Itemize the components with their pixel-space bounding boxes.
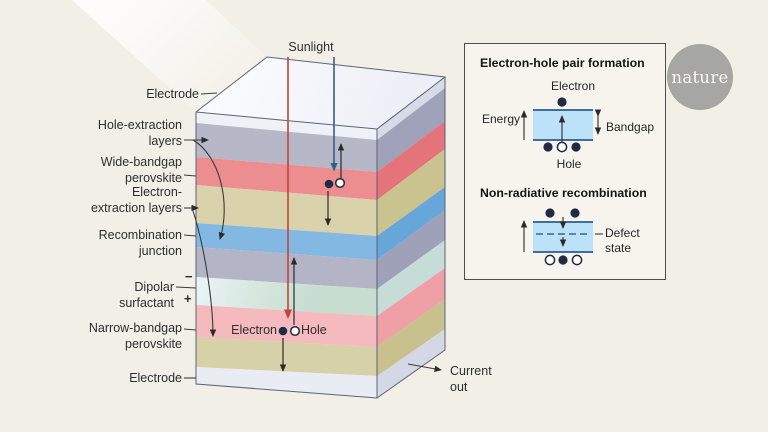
connector-hole-extraction-curve — [192, 139, 225, 240]
sunlight-beam — [72, 0, 267, 112]
layer-band-side — [377, 240, 445, 316]
layer-hole-extraction-1 — [196, 123, 377, 172]
current-out-arrow — [407, 363, 442, 372]
layer-label-narrow-bandgap: Narrow-bandgap perovskite — [88, 321, 182, 351]
nature-logo-text: nature — [671, 67, 729, 87]
layer-hole-extraction-2 — [196, 247, 377, 289]
current-out-label: Current out — [450, 364, 492, 394]
layer-dipolar-surfactant — [196, 277, 377, 316]
inset-title-nonradiative: Non-radiative recombination — [480, 186, 647, 200]
top-cell-electron-dot — [324, 179, 334, 189]
inset-bandgap-label: Bandgap — [606, 120, 655, 134]
inset2-hole-dot — [571, 254, 583, 266]
connector-electron-extraction-curve — [191, 207, 217, 337]
layer-band-side — [377, 121, 445, 200]
inset-title-pair-formation: Electron-hole pair formation — [480, 56, 645, 70]
layer-electrode-top — [196, 112, 377, 140]
bottom-cell-hole-dot — [289, 325, 301, 337]
connector-narrow-bandgap — [183, 328, 197, 331]
electron-label-box: Electron — [231, 323, 277, 337]
inset-electron-label: Electron — [550, 79, 596, 93]
inset-electron-dot — [557, 97, 567, 107]
inset2-electron-dot — [545, 208, 555, 218]
inset-hole-dot — [556, 141, 568, 153]
inset2-electron-dot — [570, 208, 580, 218]
layer-label-electrode-top: Electrode — [146, 87, 199, 101]
layer-narrow-bandgap-perovskite — [196, 305, 377, 347]
stack-top-face — [196, 57, 445, 129]
layer-label-hole-extraction: Hole-extraction layers — [97, 118, 182, 148]
inset-vb-electron-dot — [571, 142, 581, 152]
layer-band-side — [377, 268, 445, 347]
inset-pair-formation — [520, 97, 602, 153]
layer-band-side — [377, 88, 445, 172]
layer-label-recombination: Recombination junction — [98, 228, 182, 258]
inset-defect-state-label: Defect state — [605, 226, 640, 255]
stack-inner-edges — [195, 76, 446, 398]
inset-vb-electron-dot — [543, 142, 553, 152]
connector-recombination — [183, 234, 197, 237]
connector-wide-bandgap — [183, 174, 197, 177]
stack-front-face — [196, 112, 377, 398]
stack-side-face — [377, 77, 445, 398]
layer-label-electrode-bottom: Electrode — [129, 371, 182, 385]
layer-band-side — [377, 299, 445, 376]
dipole-plus-sign: + — [184, 291, 192, 306]
layer-band-side — [377, 187, 445, 260]
inset2-electron-dot — [558, 255, 568, 265]
inset2-hole-dot — [544, 254, 556, 266]
inset-nonradiative — [520, 208, 603, 266]
connector-dipolar — [175, 286, 197, 289]
layer-electron-extraction-2 — [196, 337, 377, 376]
layer-label-electron-extraction: Electron- extraction layers — [90, 185, 182, 215]
inset-hole-label: Hole — [556, 157, 582, 171]
connector-electrode-top — [200, 92, 218, 95]
layer-recombination-junction — [196, 223, 377, 260]
inset-energy-label: Energy — [481, 112, 520, 126]
hole-label-box: Hole — [301, 323, 327, 337]
layer-wide-bandgap-perovskite — [196, 157, 377, 200]
layer-label-wide-bandgap: Wide-bandgap perovskite — [100, 155, 182, 185]
label-connectors — [175, 92, 442, 379]
layer-electron-extraction-1 — [196, 185, 377, 236]
bandgap-box-1 — [533, 110, 593, 140]
layer-label-dipolar: Dipolar surfactant — [119, 280, 174, 310]
layer-band-side — [377, 77, 445, 140]
layer-electrode-bottom — [196, 367, 377, 398]
sunlight-label: Sunlight — [288, 40, 334, 54]
stack-outline — [195, 56, 446, 399]
layer-band-side — [377, 329, 445, 398]
nature-logo: nature — [667, 44, 733, 110]
bottom-cell-electron-dot — [278, 326, 288, 336]
top-cell-hole-dot — [334, 177, 346, 189]
dipole-minus-sign: − — [185, 269, 193, 284]
layer-band-side — [377, 149, 445, 236]
layer-band-side — [377, 210, 445, 289]
